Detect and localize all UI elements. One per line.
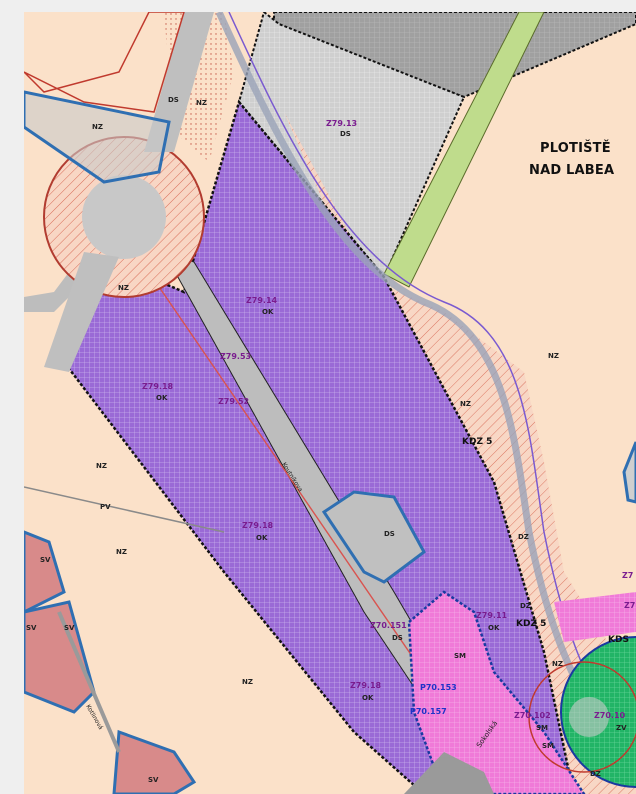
label-nz-e: NZ	[460, 400, 471, 408]
label-sm-a: SM	[454, 652, 466, 660]
code-z79-53: Z79.53	[220, 352, 251, 361]
label-nz-g: NZ	[116, 548, 127, 556]
code-z79-11: Z79.11	[476, 611, 508, 620]
area-blue-right	[622, 441, 636, 504]
roundabout-red-right	[528, 661, 636, 773]
label-z7-b: Z7	[624, 601, 635, 610]
label-nz-d: NZ	[548, 352, 559, 360]
area-sm	[407, 590, 586, 794]
label-pv: PV	[100, 503, 111, 511]
label-sm-c: SM	[542, 742, 554, 750]
label-ok-14: OK	[262, 308, 274, 316]
area-blue-outline-top	[24, 90, 171, 184]
label-kdz-5b: KDZ 5	[516, 619, 546, 629]
label-ok-18-a: OK	[156, 394, 168, 402]
code-z70-10: Z70.10	[594, 711, 626, 720]
area-sv-a	[24, 530, 66, 614]
area-green-strip	[383, 12, 545, 288]
code-z79-52: Z79.52	[218, 397, 249, 406]
label-sm-b: SM	[536, 724, 548, 732]
town-label-line1: PLOTIŠTĚ	[540, 140, 611, 156]
code-z79-18-a: Z79.18	[142, 382, 174, 391]
label-dz-a: DZ	[518, 533, 529, 541]
area-sv-b	[24, 600, 96, 714]
label-nz-i: NZ	[242, 678, 253, 686]
code-z70-151: Z70.151	[370, 621, 407, 630]
label-sv-b: SV	[26, 624, 37, 632]
code-z79-18-c: Z79.18	[350, 681, 382, 690]
area-red-outline-top	[24, 12, 185, 113]
road-pv	[24, 486, 225, 533]
code-z79-18-b: Z79.18	[242, 521, 274, 530]
label-dz-b: DZ	[520, 602, 531, 610]
label-nz-c: NZ	[118, 284, 129, 292]
label-z7-a: Z7	[622, 571, 633, 580]
label-ok-11: OK	[488, 624, 500, 632]
label-sv-c: SV	[64, 624, 75, 632]
area-gray-bottom	[404, 752, 494, 794]
label-ok-18-b: OK	[256, 534, 268, 542]
town-label-line2: NAD LABEA	[529, 163, 614, 178]
area-z79-13	[237, 12, 466, 279]
area-ds-mid	[321, 490, 426, 584]
code-z79-13: Z79.13	[326, 119, 357, 128]
road-roundabout-south	[44, 252, 119, 372]
road-gray-curve	[215, 12, 636, 760]
label-nz-h: NZ	[552, 660, 563, 668]
label-sv-d: SV	[148, 776, 159, 784]
area-gray-top	[273, 12, 636, 99]
label-kds: KDS	[608, 635, 629, 645]
label-sv-a: SV	[40, 556, 51, 564]
label-nz-f: NZ	[96, 462, 107, 470]
roundabout-inner-right	[569, 697, 609, 737]
roundabout-inner	[82, 175, 166, 259]
zoning-map[interactable]: PLOTIŠTĚ NAD LABEA Z79.13 DS DS NZ NZ NZ…	[24, 12, 636, 794]
road-purple-line	[228, 12, 636, 743]
street-kotlinova	[57, 611, 121, 753]
label-ok-18-c: OK	[362, 694, 374, 702]
label-ds-top: DS	[340, 130, 351, 138]
label-dz-c: DZ	[590, 770, 601, 778]
area-sv-c	[112, 729, 197, 794]
code-z79-14: Z79.14	[246, 296, 278, 305]
label-ds-a: DS	[168, 96, 179, 104]
area-sm-right	[554, 592, 636, 642]
code-z70-102: Z70.102	[514, 711, 551, 720]
code-p70-157: P70.157	[410, 707, 447, 716]
code-p70-153: P70.153	[420, 683, 457, 692]
road-roundabout-north	[144, 12, 214, 152]
label-nz-a: NZ	[196, 99, 207, 107]
map-viewport[interactable]: PLOTIŠTĚ NAD LABEA Z79.13 DS DS NZ NZ NZ…	[24, 12, 636, 794]
label-nz-b: NZ	[92, 123, 103, 131]
label-ds-mid: DS	[384, 530, 395, 538]
label-zv: ZV	[616, 724, 627, 732]
label-ds-151: DS	[392, 634, 403, 642]
label-kdz-5: KDZ 5	[462, 437, 492, 447]
